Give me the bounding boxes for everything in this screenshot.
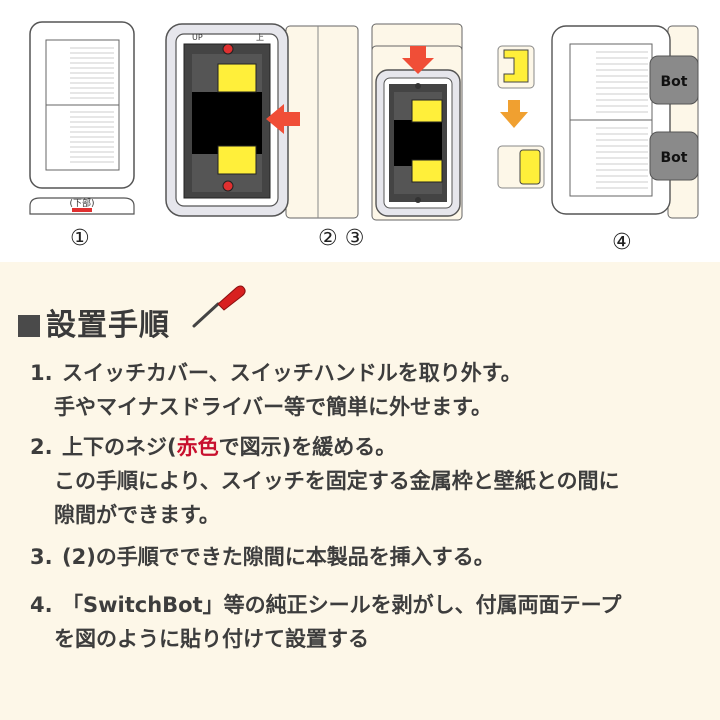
illustration-area: (下部) UP 上 <box>0 0 720 262</box>
instructions-panel <box>0 262 720 720</box>
orange-arrow-icon <box>500 100 528 128</box>
step-1: 1.スイッチカバー、スイッチハンドルを取り外す。 手やマイナスドライバー等で簡単… <box>30 361 522 419</box>
section-title: 設置手順 <box>46 308 170 343</box>
step-marker-4: ④ <box>612 230 632 255</box>
up-label: UP <box>192 33 203 42</box>
step-marker-2-3: ② ③ <box>318 226 365 251</box>
up-kanji-label: 上 <box>256 33 264 42</box>
bottom-part-label: (下部) <box>69 197 94 209</box>
step-marker-1: ① <box>70 226 90 251</box>
step-3: 3.(2)の手順でできた隙間に本製品を挿入する。 <box>30 545 495 569</box>
tape-diagram <box>497 45 545 189</box>
frame-diagram-3 <box>371 23 463 221</box>
step-4: 4.「SwitchBot」等の純正シールを剥がし、付属両面テープ を図のように貼… <box>30 593 622 651</box>
switch-cover-diagram: (下部) <box>29 21 135 215</box>
installed-switch-diagram: Bot Bot <box>551 25 699 219</box>
down-arrow-icon <box>402 46 434 74</box>
bot-label-top: Bot <box>661 74 688 90</box>
installation-diagram: (下部) UP 上 <box>29 21 699 221</box>
screwdriver-icon <box>192 285 246 328</box>
insert-arrow-icon <box>266 104 300 134</box>
step-2: 2.上下のネジ(赤色で図示)を緩める。 この手順により、スイッチを固定する金属枠… <box>30 435 620 527</box>
bot-label-bottom: Bot <box>661 150 688 166</box>
highlight-red-text: 赤色 <box>176 435 219 459</box>
frame-diagram-2: UP 上 <box>165 23 359 219</box>
section-heading: 設置手順 <box>18 300 170 344</box>
square-bullet-icon <box>18 315 40 337</box>
